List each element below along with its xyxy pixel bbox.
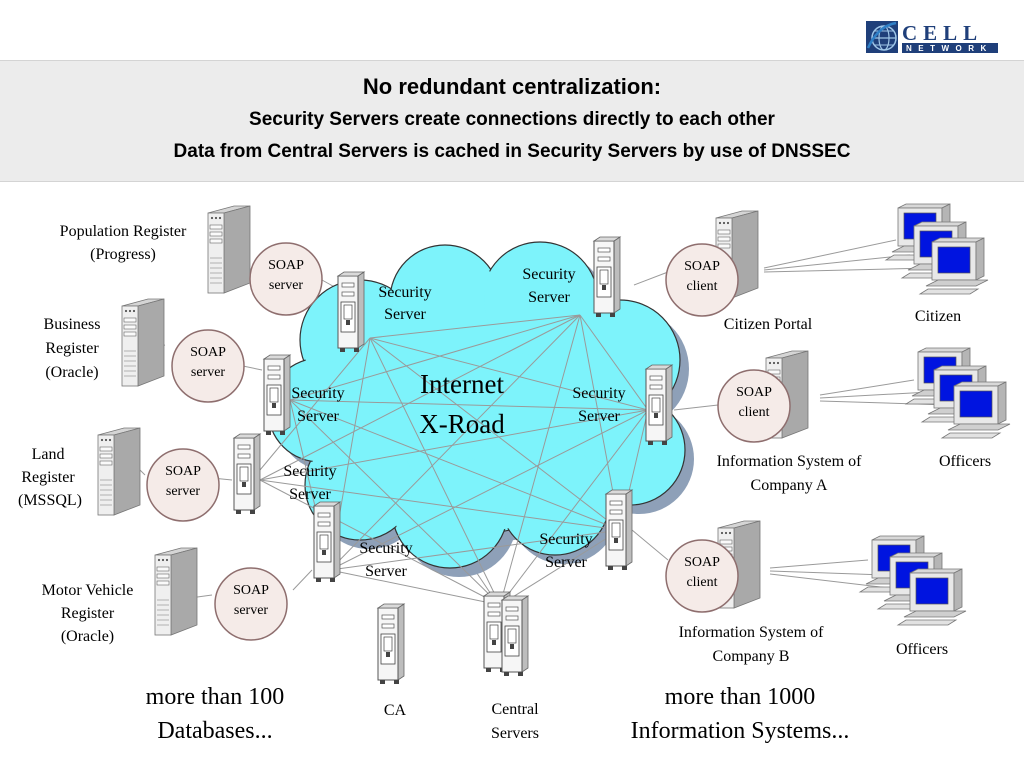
ca-label: CA (383, 702, 407, 719)
security-server-label: Server (528, 289, 570, 306)
soap-bubble-text: SOAP (684, 259, 720, 274)
title-banner: No redundant centralization: Security Se… (0, 60, 1024, 182)
soap-bubble-text: server (190, 365, 226, 380)
soap-bubble-text: SOAP (684, 555, 720, 570)
soap-bubble-text: server (233, 603, 269, 618)
soap-bubble-text: server (268, 278, 304, 293)
soap-bubble-text: SOAP (268, 258, 304, 273)
security-server-label: Security (539, 531, 593, 548)
security-server-label: Security (378, 284, 432, 301)
ca-server-tower-icon (377, 603, 405, 685)
security-server-label: Server (365, 563, 407, 580)
motor-vehicle-register-label: Register (60, 605, 115, 622)
soap-bubble-text: SOAP (736, 385, 772, 400)
soap-client-bubble (665, 243, 739, 317)
soap-server-bubble (249, 242, 323, 316)
logo-word-cell: CELL (902, 21, 983, 45)
population-register-db-label: (Progress) (90, 246, 156, 263)
security-server-label: Server (384, 306, 426, 323)
soap-client-bubble (717, 369, 791, 443)
information-systems-note: more than 1000 (664, 684, 816, 710)
business-register-label: Business (43, 316, 101, 333)
security-server-label: Security (522, 266, 576, 283)
database-server-icon (121, 298, 165, 387)
central-servers-label: Servers (491, 725, 539, 742)
soap-server-bubble (171, 329, 245, 403)
company-b-label: Company B (712, 648, 790, 665)
soap-bubble-text: client (686, 575, 718, 590)
motor-vehicle-register-db-label: (Oracle) (60, 628, 115, 645)
officers-label: Officers (938, 453, 992, 470)
database-server-icon (97, 427, 141, 516)
business-register-db-label: (Oracle) (45, 364, 99, 381)
population-register-label: Population Register (59, 223, 187, 240)
company-a-label: Company A (750, 477, 828, 494)
user-workstations (859, 203, 1011, 626)
soap-bubbles (146, 242, 791, 641)
soap-bubble-text: SOAP (165, 464, 201, 479)
business-register-label: Register (45, 340, 99, 357)
company-b-label: Information System of (678, 624, 824, 641)
security-server-label: Security (291, 385, 345, 402)
soap-bubble-text: SOAP (190, 345, 226, 360)
soap-bubble-text: server (165, 484, 201, 499)
security-server-tower-icon (645, 364, 673, 446)
logo-word-network: NETWORK (906, 44, 993, 53)
databases-note: Databases... (157, 718, 273, 744)
databases-note: more than 100 (145, 684, 285, 710)
citizen-label: Citizen (914, 308, 962, 325)
globe-logo-icon: CELL NETWORK (866, 21, 998, 53)
security-server-label: Security (283, 463, 337, 480)
slide-subtitle-line-1: Security Servers create connections dire… (249, 109, 775, 130)
soap-client-bubble (665, 539, 739, 613)
database-server-icon (154, 547, 198, 636)
citizen-portal-label: Citizen Portal (723, 316, 813, 333)
soap-bubble-text: SOAP (233, 583, 269, 598)
security-server-label: Security (572, 385, 626, 402)
network-label-line-2: X-Road (419, 409, 505, 439)
security-server-label: Server (297, 408, 339, 425)
company-a-label: Information System of (716, 453, 862, 470)
land-register-label: Register (21, 469, 75, 486)
security-server-label: Server (289, 486, 331, 503)
security-server-label: Server (545, 554, 587, 571)
database-server-icon (207, 205, 251, 294)
soap-server-bubble (214, 567, 288, 641)
soap-bubble-text: client (686, 279, 718, 294)
central-server-tower-icon (501, 595, 529, 677)
security-server-label: Server (578, 408, 620, 425)
soap-server-bubble (146, 448, 220, 522)
motor-vehicle-register-label: Motor Vehicle (41, 582, 134, 599)
information-systems-note: Information Systems... (630, 718, 850, 744)
slide-title: No redundant centralization: (362, 74, 662, 99)
security-server-tower-icon (233, 433, 261, 515)
network-label-line-1: Internet (420, 369, 504, 399)
cell-network-logo: CELL NETWORK (866, 18, 1000, 58)
slide-subtitle-line-2: Data from Central Servers is cached in S… (173, 141, 851, 162)
security-server-mesh (259, 314, 649, 606)
soap-bubble-text: client (738, 405, 770, 420)
officers-label: Officers (895, 641, 949, 658)
central-servers-label: Central (491, 701, 539, 718)
land-register-db-label: (MSSQL) (17, 492, 82, 509)
security-server-label: Security (359, 540, 413, 557)
land-register-label: Land (31, 446, 65, 463)
